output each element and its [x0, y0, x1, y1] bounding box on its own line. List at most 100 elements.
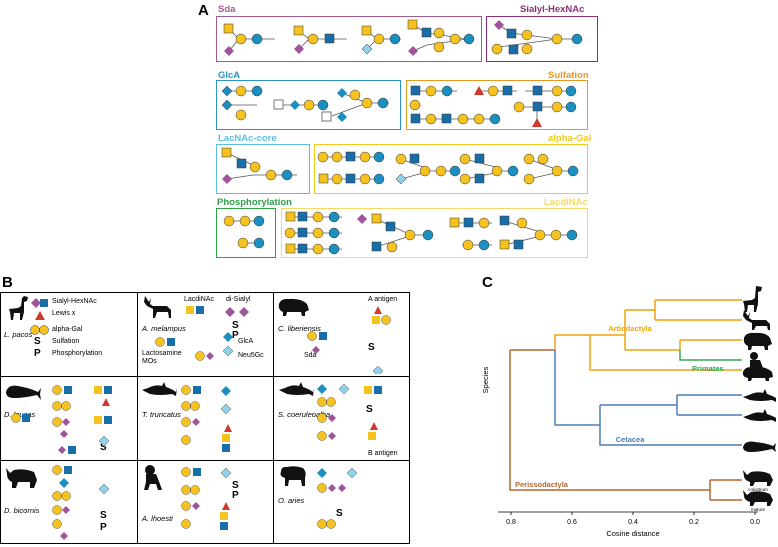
x-axis-label: Cosine distance: [606, 529, 659, 538]
leaf-hippo-icon: [743, 332, 772, 350]
cell2-p: P: [232, 330, 239, 341]
bottlenose-dolphin-icon: [142, 382, 177, 396]
leaf-beluga-icon: [743, 441, 776, 452]
cell7-s: S: [100, 510, 107, 521]
species-name-a-lhoesti: A. lhoesti: [142, 514, 173, 523]
leaf-impala-icon: [743, 310, 770, 330]
group-label-sulfation: Sulfation: [548, 70, 589, 81]
legend-a-antigen: A antigen: [368, 296, 398, 303]
sialyl-glycans: [491, 20, 583, 55]
species-name-a-melampus: A. melampus: [142, 324, 186, 333]
cell3-s: S: [368, 342, 375, 353]
legend-lactosamine-mos: Lactosamine MOs: [142, 350, 182, 365]
legend-phosphorylation: Phosphorylation: [52, 350, 103, 357]
sulfation-glycans: [409, 85, 577, 127]
group-label-sialyl-hexnac: Sialyl-HexNAc: [520, 4, 585, 15]
legend-lacdinac: LacdiNAc: [184, 296, 214, 303]
legend-alpha-gal: alpha-Gal: [52, 326, 83, 333]
artiodactyla-branches: [554, 299, 742, 371]
tick-label-0: 0.8: [506, 519, 516, 526]
species-name-c-liberiensis: C. liberiensis: [278, 324, 321, 333]
cell4-glycans: [11, 385, 112, 454]
sheep-icon: [280, 466, 306, 486]
legend-lewis-x: Lewis x: [52, 310, 76, 317]
rhino-icon: [6, 468, 37, 488]
species-name-t-truncatus: T. truncatus: [142, 410, 181, 419]
glca-glycans: [221, 85, 389, 122]
species-name-d-leucas: D. leucas: [4, 410, 36, 419]
group-box-phosphorylation: [216, 208, 276, 258]
species-grid: L. pacos Sialyl-HexNAc Lewis x alpha-Gal…: [0, 292, 410, 544]
leaf-pygmy-hippo-icon: [742, 366, 773, 381]
panel-c-letter: C: [482, 274, 493, 291]
tick-label-2: 0.4: [628, 519, 638, 526]
leaf-dolphin-icon-2: [743, 409, 776, 422]
legend-s-letter: S: [34, 336, 41, 347]
cell2-s: S: [232, 320, 239, 331]
legend-sda: Sda: [304, 352, 317, 359]
species-name-o-aries: O. aries: [278, 496, 305, 505]
clade-label-artiodactyla: Artiodactyla: [608, 324, 652, 333]
tick-label-3: 0.2: [689, 519, 699, 526]
legend-sulfation: Sulfation: [52, 338, 80, 345]
cell6-s: S: [366, 404, 373, 415]
pygmy-hippo-icon: [278, 298, 309, 316]
leaf-llama-icon: [743, 286, 762, 312]
beluga-icon: [6, 385, 41, 400]
leaf-note-mature: mature: [751, 507, 766, 512]
group-label-lacnac-core: LacNAc-core: [218, 133, 277, 144]
group-label-lacdinac: LacdiNAc: [544, 197, 588, 208]
impala-icon: [144, 296, 171, 318]
legend-sialyl-hexnac: Sialyl-HexNAc: [52, 298, 97, 305]
perissodactyla-branches: [509, 349, 742, 501]
clade-label-cetacea: Cetacea: [616, 435, 646, 444]
alpha-gal-glycans: [317, 151, 579, 185]
primates-branch: [679, 350, 742, 361]
llama-icon: [9, 296, 28, 320]
cell8-s: S: [232, 480, 239, 491]
sda-glycans: [223, 19, 475, 56]
cell4-s: S: [100, 442, 107, 453]
cell8-glycans: [181, 467, 232, 530]
tick-label-1: 0.6: [567, 519, 577, 526]
group-box-sulfation: [406, 80, 588, 130]
legend-p-letter: P: [34, 348, 41, 359]
cell9-s: S: [336, 508, 343, 519]
monkey-icon: [144, 465, 162, 490]
cell7-p: P: [100, 522, 107, 533]
legend-b-antigen: B antigen: [368, 450, 398, 457]
group-label-sda: Sda: [218, 4, 236, 15]
dendrogram: 0.8 0.6 0.4 0.2 0.0 Cosine distance Spec…: [481, 286, 776, 538]
leaf-note-colostrum: colostrum: [748, 487, 768, 492]
group-label-phosphorylation: Phosphorylation: [217, 197, 292, 208]
y-axis-label: Species: [481, 366, 490, 393]
group-box-alpha-gal: [314, 144, 588, 194]
leaf-dolphin-icon-1: [743, 389, 776, 402]
legend-neu5gc: Neu5Gc: [238, 352, 264, 359]
group-box-sda: [216, 16, 482, 62]
striped-dolphin-icon: [279, 382, 314, 396]
cell2-glycans: [155, 306, 249, 361]
group-box-glca: [216, 80, 401, 130]
panel-a-letter: A: [198, 2, 209, 19]
legend-symbols-1: [30, 298, 49, 335]
species-name-d-bicornis: D. bicornis: [4, 506, 40, 515]
group-label-glca: GlcA: [218, 70, 241, 81]
panel-b-letter: B: [2, 274, 13, 291]
lacnac-core-glycans: [221, 147, 297, 184]
cell9-glycans: [317, 467, 358, 529]
species-name-l-pacos: L. pacos: [4, 330, 33, 339]
cell5-glycans: [181, 385, 232, 452]
legend-glca: GlcA: [238, 338, 254, 345]
group-box-sialyl-hexnac: [486, 16, 598, 62]
cell6-glycans: [317, 383, 382, 441]
cell7-glycans: [52, 465, 110, 540]
tick-label-4: 0.0: [750, 519, 760, 526]
cell8-p: P: [232, 490, 239, 501]
leaf-rhino-icon-2: [743, 490, 773, 506]
lacdinac-glycans: [284, 211, 578, 255]
clade-label-primates: Primates: [692, 364, 724, 373]
legend-di-sialyl: di-Sialyl: [226, 296, 251, 303]
phospho-glycans: [223, 215, 265, 249]
clade-label-perissodactyla: Perissodactyla: [515, 480, 569, 489]
